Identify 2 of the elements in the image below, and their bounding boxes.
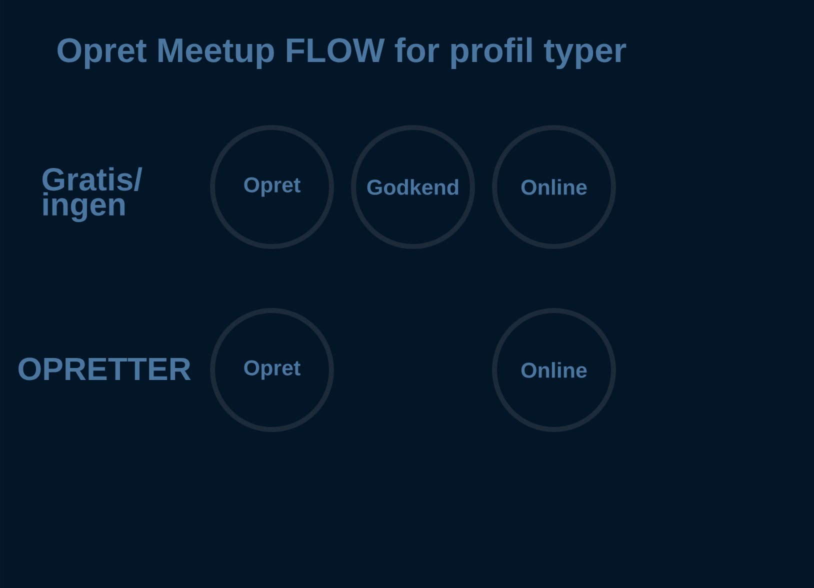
title: Opret Meetup FLOW for profil typer <box>58 37 626 70</box>
row-label: Gratis/ ingen <box>42 167 142 222</box>
